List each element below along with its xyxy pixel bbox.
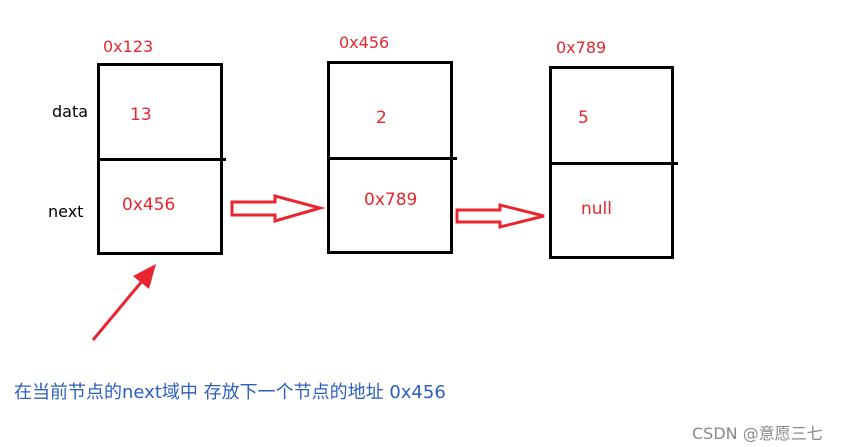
watermark: CSDN @意愿三七 bbox=[692, 424, 823, 443]
node-3-data-value: 5 bbox=[578, 108, 589, 128]
node-3-next-value: null bbox=[581, 199, 612, 219]
node-2-next-value: 0x789 bbox=[364, 190, 418, 210]
arrow-node1-to-node2 bbox=[230, 194, 326, 223]
caption-text: 在当前节点的next域中 存放下一个节点的地址 0x456 bbox=[14, 382, 446, 403]
node-3-divider bbox=[549, 162, 678, 165]
node-2-divider bbox=[327, 157, 457, 160]
node-1-address: 0x123 bbox=[103, 37, 154, 56]
node-2-data-value: 2 bbox=[376, 108, 387, 128]
next-row-label: next bbox=[48, 202, 84, 221]
node-1-divider bbox=[97, 158, 226, 161]
node-2-address: 0x456 bbox=[339, 33, 390, 52]
pointer-arrow-head bbox=[133, 264, 156, 289]
node-1-next-value: 0x456 bbox=[122, 195, 176, 215]
pointer-arrow-shaft bbox=[91, 279, 145, 341]
node-1-data-value: 13 bbox=[130, 105, 152, 125]
node-3-address: 0x789 bbox=[556, 38, 607, 57]
arrow-node2-to-node3 bbox=[455, 203, 545, 229]
data-row-label: data bbox=[52, 102, 89, 121]
